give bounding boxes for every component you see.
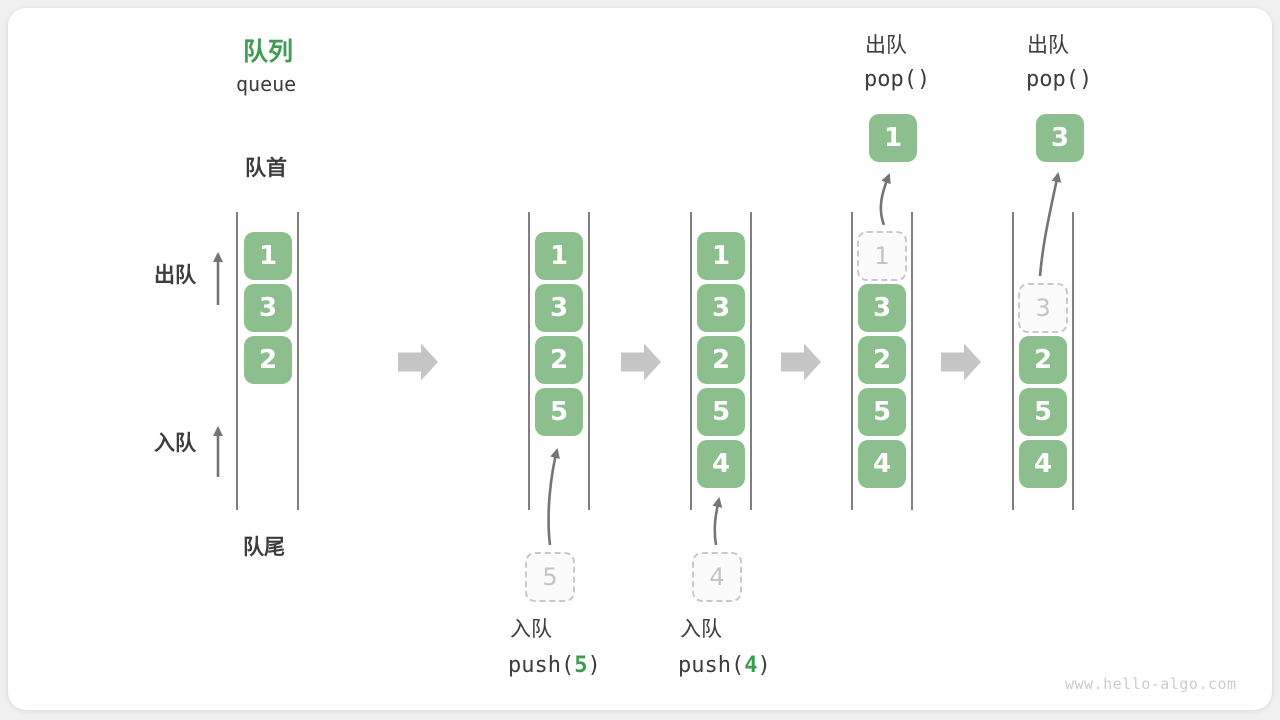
- queue-block: 5: [697, 388, 745, 436]
- queue-block: 1: [535, 232, 583, 280]
- step-arrow: [621, 343, 661, 381]
- pop3-arrow: [1038, 172, 1062, 277]
- front-label: 队首: [245, 156, 287, 180]
- pop-label-code: pop(): [864, 67, 931, 92]
- watermark: www.hello-algo.com: [1065, 675, 1237, 693]
- enqueue-side-label: 入队: [154, 431, 196, 455]
- pop-label-zh: 出队: [1027, 33, 1069, 57]
- leaving-ghost-block: 1: [857, 231, 907, 281]
- queue-block: 3: [244, 284, 292, 332]
- queue-block: 3: [697, 284, 745, 332]
- push4-arrow: [712, 497, 723, 546]
- push5-arrow: [547, 448, 560, 546]
- rear-label: 队尾: [243, 535, 285, 559]
- step-arrow: [781, 343, 821, 381]
- queue-block: 5: [535, 388, 583, 436]
- pop-label-zh: 出队: [865, 33, 907, 57]
- push-label-zh: 入队: [510, 617, 552, 641]
- push-label-code: push(5): [508, 653, 601, 678]
- incoming-ghost-block: 5: [525, 552, 575, 602]
- queue-block: 4: [697, 440, 745, 488]
- push-code-arg: 4: [744, 653, 758, 678]
- queue-block: 4: [858, 440, 906, 488]
- pop-label-code: pop(): [1026, 67, 1093, 92]
- step-arrow: [941, 343, 981, 381]
- leaving-ghost-block: 3: [1018, 283, 1068, 333]
- queue-block: 2: [697, 336, 745, 384]
- queue-block: 1: [697, 232, 745, 280]
- push-label-zh: 入队: [680, 617, 722, 641]
- popped-block: 3: [1036, 114, 1084, 162]
- queue-block: 3: [535, 284, 583, 332]
- push-code-post: ): [587, 653, 601, 678]
- queue-block: 1: [244, 232, 292, 280]
- queue-block: 4: [1019, 440, 1067, 488]
- page-title: 队列: [243, 37, 294, 66]
- queue-block: 5: [858, 388, 906, 436]
- pop1-arrow: [879, 173, 891, 226]
- queue-block: 2: [858, 336, 906, 384]
- page-subtitle: queue: [236, 72, 297, 96]
- dequeue-side-label: 出队: [154, 263, 196, 287]
- push-code-pre: push(: [508, 653, 575, 678]
- push-code-post: ): [757, 653, 771, 678]
- queue-block: 2: [1019, 336, 1067, 384]
- push-code-pre: push(: [678, 653, 745, 678]
- push-label-code: push(4): [678, 653, 771, 678]
- queue-block: 3: [858, 284, 906, 332]
- queue-block: 2: [535, 336, 583, 384]
- popped-block: 1: [869, 114, 917, 162]
- queue-block: 2: [244, 336, 292, 384]
- queue-walls: [236, 212, 1074, 510]
- push-code-arg: 5: [574, 653, 588, 678]
- queue-block: 5: [1019, 388, 1067, 436]
- incoming-ghost-block: 4: [692, 552, 742, 602]
- step-arrow: [398, 343, 438, 381]
